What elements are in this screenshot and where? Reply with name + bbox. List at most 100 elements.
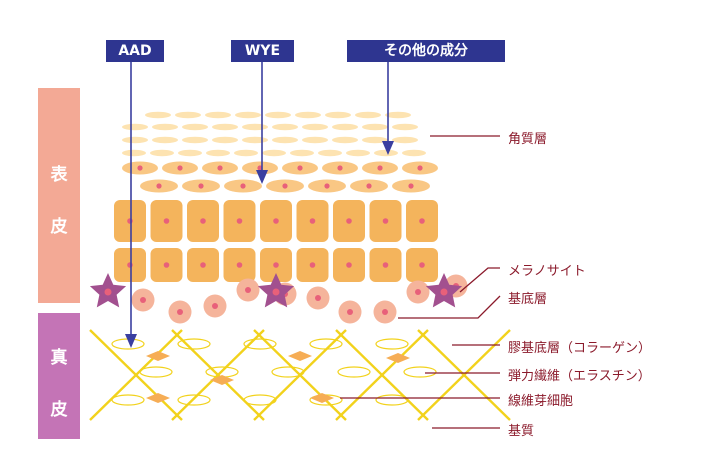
corneum-cell [212, 136, 238, 144]
collagen-fiber [335, 329, 429, 421]
dermis-char-1: 真 [50, 348, 68, 368]
corneum-cell [355, 111, 381, 119]
corneum-cell [302, 123, 328, 131]
fibroblast-cell [210, 375, 234, 385]
granular-nucleus [240, 183, 246, 189]
granular-nucleus [366, 183, 372, 189]
spinous-nucleus [309, 262, 316, 268]
spinous-nucleus [419, 218, 425, 224]
epidermis-label: 表 皮 [38, 88, 80, 303]
granular-nucleus [198, 183, 204, 189]
spinous-nucleus [127, 262, 133, 268]
spinous-nucleus [127, 218, 133, 224]
corneum-cell [234, 149, 258, 157]
corneum-cell [178, 149, 202, 157]
spinous-nucleus [236, 262, 243, 268]
granular-nucleus [337, 165, 343, 171]
corneum-cell [152, 136, 178, 144]
arrow-other-head [382, 141, 394, 155]
spinous-nucleus [200, 262, 206, 268]
label-fibroblast: 線維芽細胞 [508, 394, 574, 409]
corneum-cell [182, 123, 208, 131]
label-stratum-corneum: 角質層 [508, 132, 548, 147]
elastin-fiber [111, 394, 145, 406]
arrow-label-aad: AAD [106, 40, 164, 62]
spinous-nucleus [236, 218, 243, 224]
corneum-cell [262, 149, 286, 157]
granular-nucleus [156, 183, 162, 189]
basal-nucleus [140, 297, 146, 303]
melanocyte-nucleus [272, 288, 280, 296]
granular-nucleus [282, 183, 288, 189]
corneum-cell [152, 123, 178, 131]
basal-nucleus [212, 303, 218, 309]
corneum-cell [385, 111, 411, 119]
fibroblast-cell [288, 351, 312, 361]
corneum-cell [325, 111, 351, 119]
arrow-label-other: その他の成分 [347, 40, 505, 62]
arrow-aad-head [125, 334, 137, 348]
penetration-arrows [125, 58, 394, 348]
arrow-wye-head [256, 170, 268, 184]
dermis-char-2: 皮 [50, 400, 68, 420]
corneum-cell [122, 123, 148, 131]
spinous-nucleus [419, 262, 425, 268]
basal-nucleus [415, 289, 421, 295]
leader-lines [340, 135, 501, 429]
corneum-cell [346, 149, 370, 157]
corneum-cell [362, 123, 388, 131]
corneum-cell [332, 136, 358, 144]
spinous-nucleus [273, 218, 279, 224]
label-elastin: 弾力繊維（エラスチン） [508, 369, 651, 384]
spinous-nucleus [163, 218, 170, 224]
label-matrix: 基質 [508, 424, 535, 439]
granular-nucleus [177, 165, 183, 171]
corneum-cell [175, 111, 201, 119]
corneum-cell [122, 149, 146, 157]
corneum-cell [205, 111, 231, 119]
corneum-cell [212, 123, 238, 131]
stratum-corneum-cells [122, 111, 426, 157]
fibroblast-cell [310, 393, 334, 403]
granular-cells [122, 161, 438, 193]
spinous-nucleus [382, 218, 389, 224]
granular-nucleus [417, 165, 423, 171]
elastin-fiber [403, 366, 437, 378]
corneum-cell [318, 149, 342, 157]
granular-nucleus [324, 183, 330, 189]
corneum-cell [182, 136, 208, 144]
leader-basal-layer [398, 295, 501, 319]
fibroblast-cell [146, 351, 170, 361]
spinous-nucleus [200, 218, 206, 224]
basal-nucleus [245, 287, 251, 293]
dermis-label: 真 皮 [38, 313, 80, 439]
epidermis-char-2: 皮 [50, 217, 68, 237]
granular-nucleus [408, 183, 414, 189]
basal-nucleus [177, 309, 183, 315]
granular-nucleus [377, 165, 383, 171]
elastin-fiber [271, 366, 305, 378]
corneum-cell [402, 149, 426, 157]
corneum-cell [392, 123, 418, 131]
elastin-fiber [337, 366, 371, 378]
melanocyte-nucleus [440, 288, 448, 296]
granular-nucleus [137, 165, 143, 171]
collagen-fiber [89, 329, 183, 421]
basal-nucleus [315, 295, 321, 301]
spinous-nucleus [346, 218, 352, 224]
elastin-fiber [139, 366, 173, 378]
label-basal-layer: 基底層 [508, 292, 548, 307]
spinous-cells [114, 200, 438, 282]
spinous-nucleus [346, 262, 352, 268]
corneum-cell [265, 111, 291, 119]
spinous-nucleus [163, 262, 170, 268]
corneum-cell [392, 136, 418, 144]
epidermis-char-1: 表 [50, 165, 68, 185]
dermis-fibers [89, 329, 511, 421]
corneum-cell [150, 149, 174, 157]
corneum-cell [235, 111, 261, 119]
fibroblast-cell [146, 393, 170, 403]
corneum-cell [290, 149, 314, 157]
elastin-fiber [375, 338, 409, 350]
